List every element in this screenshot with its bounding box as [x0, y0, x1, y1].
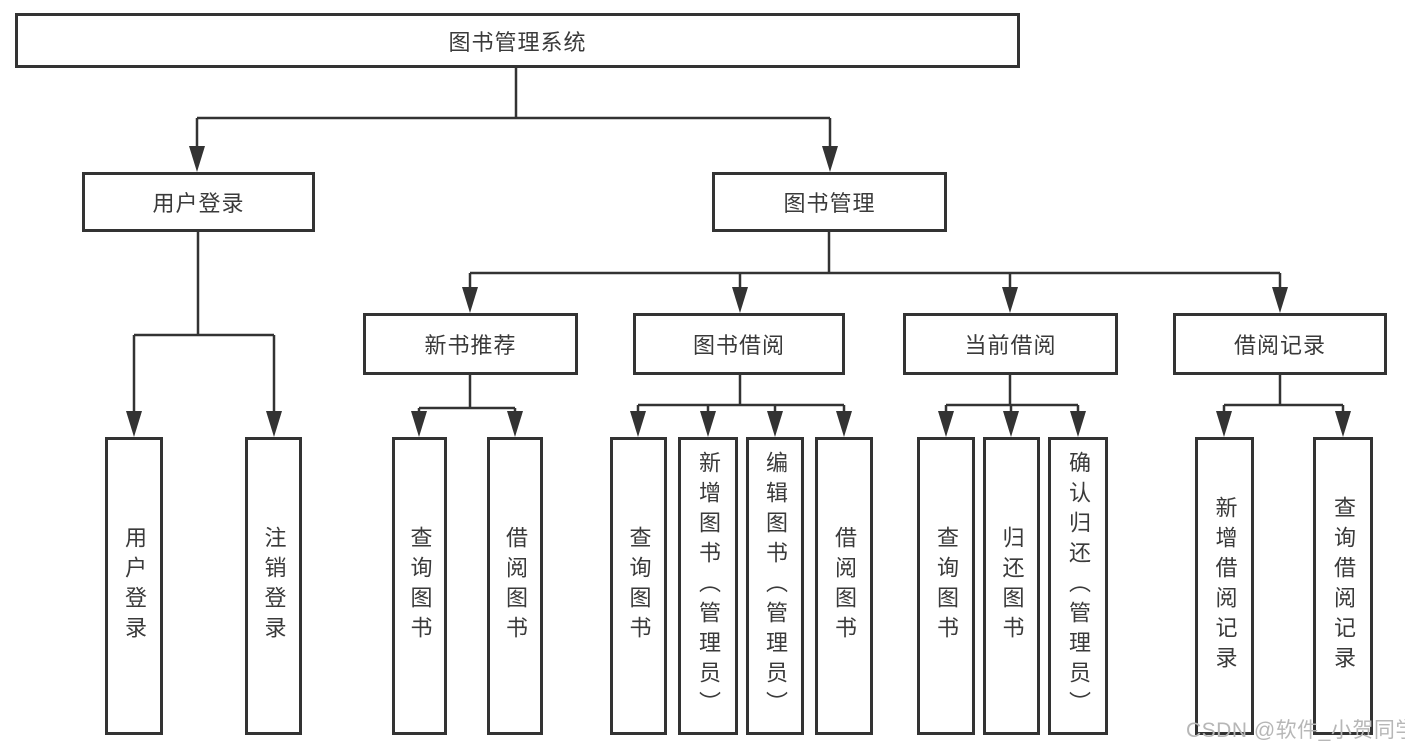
node-borrow-records: 借阅记录	[1173, 313, 1387, 375]
leaf-logout: 注销登录	[245, 437, 302, 735]
node-user-login: 用户登录	[82, 172, 315, 232]
edge-borrow-to-leaves	[636, 375, 846, 413]
arrow-down-icon	[767, 411, 783, 437]
leaf-query-books-current: 查询图书	[917, 437, 975, 735]
leaf-add-borrow-record: 新增借阅记录	[1195, 437, 1254, 735]
edge-mgmt-to-level3	[468, 232, 1282, 290]
node-system-root: 图书管理系统	[15, 13, 1020, 68]
arrow-down-icon	[411, 411, 427, 437]
arrow-down-icon	[1335, 411, 1351, 437]
arrow-down-icon	[189, 146, 205, 172]
leaf-query-books-borrow: 查询图书	[610, 437, 667, 735]
arrow-down-icon	[1070, 411, 1086, 437]
arrow-down-icon	[836, 411, 852, 437]
arrow-down-icon	[700, 411, 716, 437]
leaf-add-books-admin: 新增图书（管理员）	[678, 437, 738, 735]
edge-records-to-leaves	[1222, 375, 1345, 413]
arrow-down-icon	[732, 287, 748, 313]
leaf-query-books-recommend: 查询图书	[392, 437, 447, 735]
edge-login-to-leaves	[132, 232, 276, 413]
arrow-down-icon	[462, 287, 478, 313]
arrow-down-icon	[822, 146, 838, 172]
arrow-down-icon	[938, 411, 954, 437]
arrow-down-icon	[126, 411, 142, 437]
leaf-return-books: 归还图书	[983, 437, 1040, 735]
arrow-down-icon	[1272, 287, 1288, 313]
arrow-down-icon	[1003, 411, 1019, 437]
leaf-confirm-return-admin: 确认归还（管理员）	[1048, 437, 1108, 735]
edge-current-to-leaves	[944, 375, 1080, 413]
csdn-watermark: CSDN @软件_小贺同学	[1186, 719, 1405, 742]
arrow-down-icon	[266, 411, 282, 437]
node-current-borrow: 当前借阅	[903, 313, 1118, 375]
leaf-user-login: 用户登录	[105, 437, 163, 735]
leaf-borrow-books: 借阅图书	[815, 437, 873, 735]
arrow-down-icon	[507, 411, 523, 437]
arrow-down-icon	[1002, 287, 1018, 313]
node-new-book-recommend: 新书推荐	[363, 313, 578, 375]
leaf-query-borrow-record: 查询借阅记录	[1313, 437, 1373, 735]
edge-recommend-to-leaves	[417, 375, 517, 413]
edge-root-to-level2	[195, 68, 832, 150]
leaf-borrow-books-recommend: 借阅图书	[487, 437, 543, 735]
arrow-down-icon	[630, 411, 646, 437]
arrow-down-icon	[1216, 411, 1232, 437]
node-book-management: 图书管理	[712, 172, 947, 232]
leaf-edit-books-admin: 编辑图书（管理员）	[746, 437, 804, 735]
node-book-borrow: 图书借阅	[633, 313, 845, 375]
